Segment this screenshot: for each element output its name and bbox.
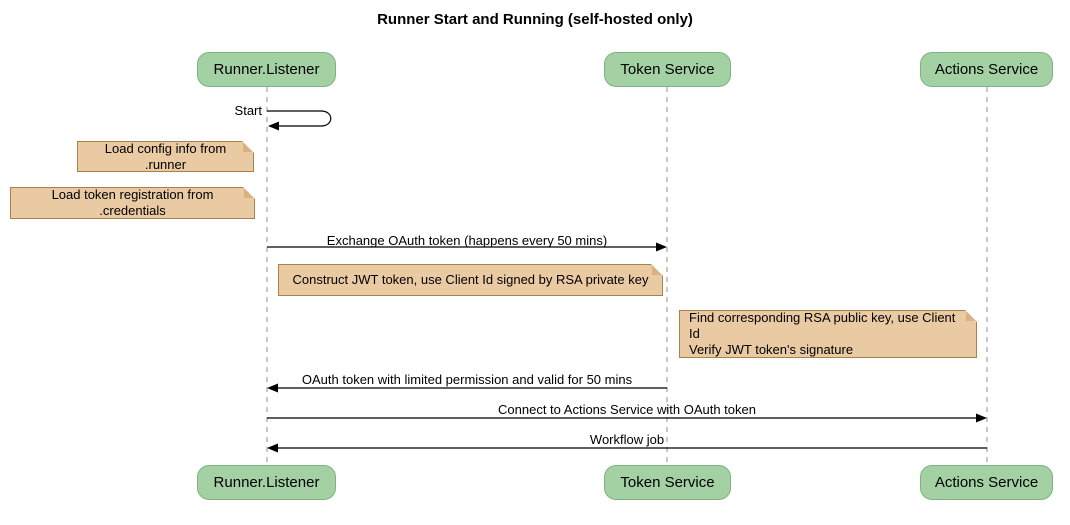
note-construct-jwt: Construct JWT token, use Client Id signe… (278, 264, 663, 296)
participant-runner-listener-top: Runner.Listener (197, 52, 336, 87)
arrow-workflow-job-head (267, 443, 278, 453)
participant-label: Token Service (620, 474, 715, 491)
participant-label: Actions Service (934, 474, 1039, 491)
participant-actions-service-bottom: Actions Service (920, 465, 1053, 500)
participant-label: Runner.Listener (213, 61, 320, 78)
note-load-token-registration: Load token registration from .credential… (10, 187, 255, 219)
arrow-start-self-head (268, 121, 279, 131)
message-label-oauth-return: OAuth token with limited permission and … (301, 372, 633, 387)
diagram-title: Runner Start and Running (self-hosted on… (377, 11, 693, 28)
participant-actions-service-top: Actions Service (920, 52, 1053, 87)
message-label-workflow-job: Workflow job (589, 432, 665, 447)
participant-token-service-bottom: Token Service (604, 465, 731, 500)
arrow-exchange-oauth-head (656, 242, 667, 252)
participant-label: Token Service (620, 61, 715, 78)
participant-token-service-top: Token Service (604, 52, 731, 87)
message-label-exchange-oauth: Exchange OAuth token (happens every 50 m… (326, 233, 608, 248)
participant-runner-listener-bottom: Runner.Listener (197, 465, 336, 500)
note-verify-jwt: Find corresponding RSA public key, use C… (679, 310, 977, 358)
message-label-start: Start (234, 103, 262, 118)
arrow-connect-actions-head (976, 413, 987, 423)
arrow-start-self (267, 110, 332, 127)
message-label-connect-actions: Connect to Actions Service with OAuth to… (498, 402, 756, 417)
arrow-oauth-return-head (267, 383, 278, 393)
participant-label: Actions Service (934, 61, 1039, 78)
note-load-config: Load config info from .runner (77, 141, 254, 172)
participant-label: Runner.Listener (213, 474, 320, 491)
